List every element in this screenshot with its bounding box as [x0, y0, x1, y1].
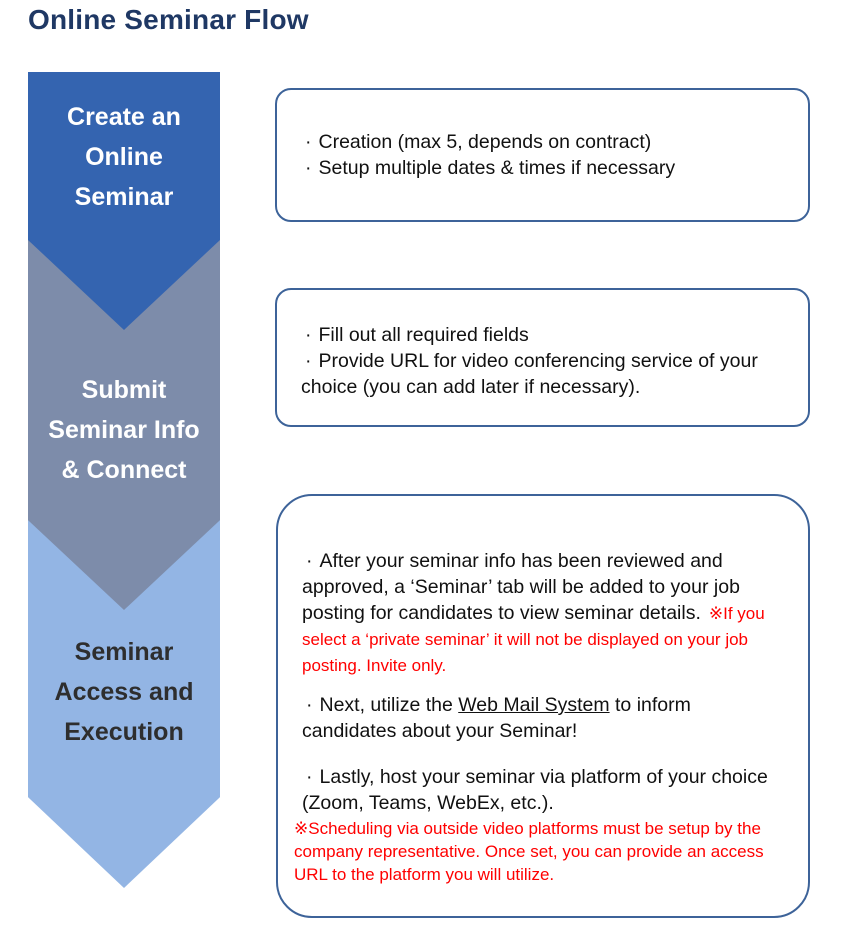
- callout-submit-info: ·Fill out all required fields ·Provide U…: [275, 288, 810, 427]
- callout-create-seminar: · Creation (max 5, depends on contract) ·…: [275, 88, 810, 222]
- bullet-dot: ·: [305, 324, 312, 346]
- step2-line2: Seminar Info: [48, 416, 200, 444]
- page-title: Online Seminar Flow: [28, 4, 309, 35]
- step1-line2: Online: [85, 143, 163, 171]
- step1-line3: Seminar: [74, 183, 174, 211]
- web-mail-system-link[interactable]: Web Mail System: [458, 694, 610, 716]
- bullet-dot: ·: [306, 766, 313, 788]
- note-private-seminar: ※If you select a ‘private seminar’ it wi…: [302, 604, 765, 675]
- paragraph-host-seminar: ·Lastly, host your seminar via platform …: [294, 764, 770, 886]
- bullet-dot: ·: [306, 694, 313, 716]
- paragraph-text: Next, utilize the: [319, 694, 459, 716]
- paragraph-text: Lastly, host your seminar via platform o…: [302, 766, 768, 814]
- bullet-dot: ·: [305, 157, 312, 179]
- bullet-item: · Setup multiple dates & times if necessa…: [301, 155, 774, 181]
- paragraph-text: After your seminar info has been reviewe…: [302, 550, 740, 624]
- step2-line1: Submit: [81, 376, 167, 404]
- callout-access-execution: ·After your seminar info has been review…: [276, 494, 810, 918]
- step1-line1: Create an: [67, 103, 181, 131]
- step3-line3: Execution: [64, 718, 184, 746]
- flow-step-submit-info-label: Submit Seminar Info & Connect: [28, 370, 220, 490]
- bullet-item: · Fill out all required fields: [301, 322, 776, 348]
- flow-step-stack: Create an Online Seminar Submit Seminar …: [28, 72, 220, 896]
- paragraph-text: to inform candidates about your Seminar!: [302, 694, 691, 742]
- bullet-text: Fill out all required fields: [318, 324, 529, 346]
- bullet-text: Creation (max 5, depends on contract): [318, 131, 652, 153]
- flow-step-create-seminar-label: Create an Online Seminar: [28, 97, 220, 217]
- step2-line3: & Connect: [61, 456, 187, 484]
- bullet-dot: ·: [305, 131, 312, 153]
- paragraph-review-approval: ·After your seminar info has been review…: [302, 548, 770, 678]
- step3-line1: Seminar: [74, 638, 174, 666]
- bullet-dot: ·: [306, 550, 313, 572]
- paragraph-web-mail: · Next, utilize the Web Mail System to in…: [302, 692, 770, 744]
- bullet-text: Provide URL for video conferencing servi…: [301, 350, 758, 398]
- note-outside-platforms: ※Scheduling via outside video platforms …: [294, 819, 764, 884]
- flow-step-access-execution-label: Seminar Access and Execution: [28, 632, 220, 752]
- bullet-item: ·Provide URL for video conferencing serv…: [301, 348, 776, 400]
- bullet-item: · Creation (max 5, depends on contract): [301, 129, 774, 155]
- bullet-dot: ·: [305, 350, 312, 372]
- bullet-text: Setup multiple dates & times if necessar…: [318, 157, 676, 179]
- step3-line2: Access and: [54, 678, 194, 706]
